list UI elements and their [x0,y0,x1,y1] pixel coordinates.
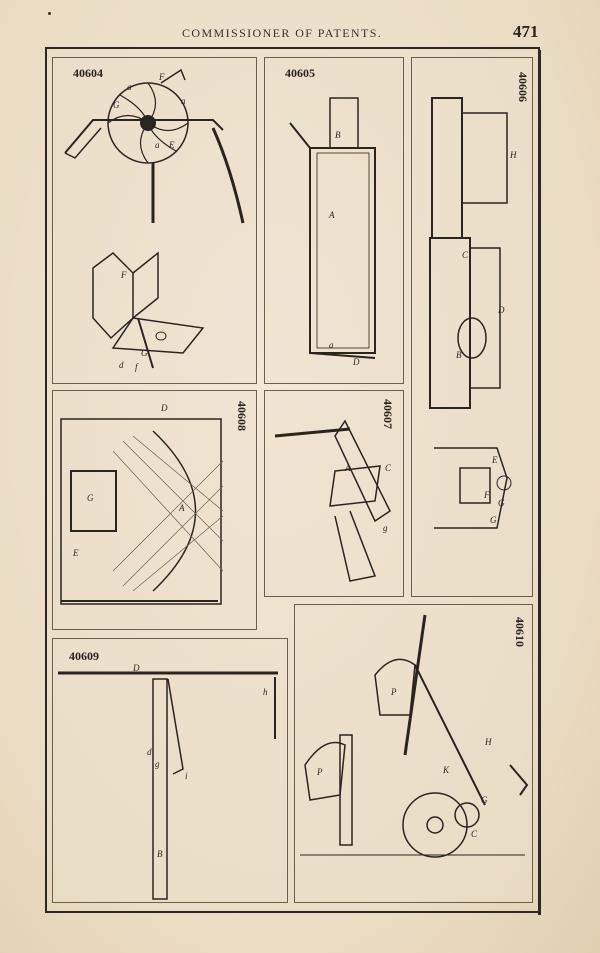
figure-panel-40605: 40605 B A a D [264,57,404,384]
label-G: G [481,795,488,805]
figure-panel-40606: 40606 H D C B E F G G [411,57,533,597]
drawing-40610: P P H K G C [300,614,529,858]
label-D: D [497,305,505,315]
label-f: f [135,362,139,372]
label-G: G [87,493,94,503]
running-head: COMMISSIONER OF PATENTS. [182,26,383,40]
page-number: 471 [513,22,539,41]
label-G: G [490,515,497,525]
ink-dot [48,12,51,15]
label-E: E [168,140,175,150]
figure-panel-40604: 40604 F G a a a E F d f G [52,57,257,384]
patent-number: 40604 [73,66,103,80]
label-C: C [462,250,469,260]
label-F: F [483,490,490,500]
drawing-40605: B A a D [289,97,376,367]
patent-number: 40609 [69,649,99,663]
label-C: C [471,829,478,839]
label-i: i [185,771,188,781]
label-G: G [141,348,148,358]
label-E: E [72,548,79,558]
label-E: E [491,455,498,465]
label-d: d [147,747,152,757]
label-a: a [181,96,186,106]
label-H: H [509,150,517,160]
label-a: a [127,82,132,92]
label-a: a [155,140,160,150]
figure-panel-40607: 40607 A C g [264,390,404,597]
label-A: A [344,463,351,473]
label-F: F [120,270,127,280]
frame-shadow [538,50,541,915]
label-P: P [390,687,397,697]
label-D: D [352,357,360,367]
label-F: F [158,72,165,82]
label-B: B [157,849,163,859]
label-g: g [155,759,160,769]
label-G: G [498,498,505,508]
label-B: B [456,350,462,360]
label-G: G [113,100,120,110]
drawing-40609: D h d g i B [58,663,278,900]
label-D: D [132,663,140,673]
label-h: h [263,687,268,697]
drawing-40604: F G a a a E F d f G [64,68,245,372]
figure-panel-40610: 40610 P P H K G C [294,604,533,903]
drawing-40606: H D C B E F G G [429,97,517,529]
label-a: a [329,340,334,350]
figure-panel-40608: 40608 D G A E [52,390,257,630]
label-A: A [178,503,185,513]
drawing-40607: A C g [274,419,392,582]
patent-number: 40605 [285,66,315,80]
label-D: D [160,403,168,413]
figure-panel-40609: 40609 D h d g i B [52,638,288,903]
drawing-40608: D G A E [60,403,224,605]
label-C: C [385,463,392,473]
label-A: A [328,210,335,220]
label-g: g [383,523,388,533]
label-d: d [119,360,124,370]
label-P: P [316,767,323,777]
label-K: K [442,765,450,775]
label-H: H [484,737,492,747]
label-B: B [335,130,341,140]
